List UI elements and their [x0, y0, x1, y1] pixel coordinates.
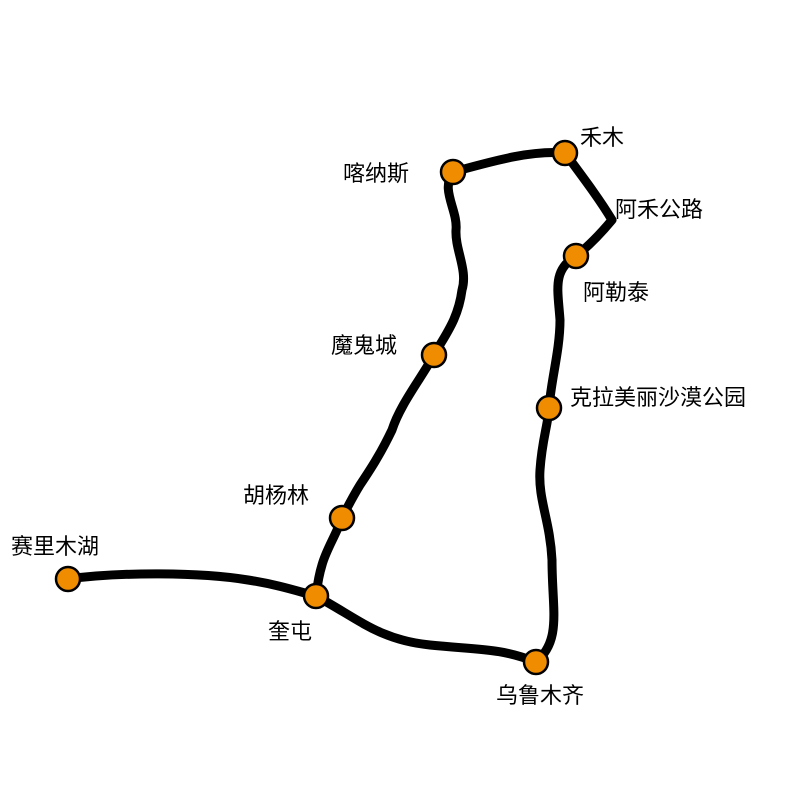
label-populus-forest: 胡杨林 — [243, 484, 310, 509]
label-karamay-desert-park: 克拉美丽沙漠公园 — [570, 386, 747, 411]
label-hemu: 禾木 — [580, 126, 625, 151]
label-altay: 阿勒泰 — [583, 281, 650, 306]
label-kanas: 喀纳斯 — [343, 162, 410, 187]
label-sayram-lake: 赛里木湖 — [11, 535, 100, 560]
label-ghost-city: 魔鬼城 — [331, 334, 398, 359]
stop-marker-populus-forest[interactable] — [328, 504, 356, 532]
stop-marker-kuitun[interactable] — [302, 582, 330, 610]
stop-marker-urumqi[interactable] — [522, 648, 550, 676]
label-urumqi: 乌鲁木齐 — [496, 684, 585, 709]
stop-marker-ghost-city[interactable] — [420, 341, 448, 369]
label-kuitun: 奎屯 — [268, 620, 313, 645]
route-line — [63, 148, 617, 667]
stop-marker-sayram-lake[interactable] — [54, 565, 82, 593]
stop-markers — [54, 139, 590, 676]
stop-marker-altay[interactable] — [562, 242, 590, 270]
label-ahe-road: 阿禾公路 — [615, 198, 704, 223]
stop-marker-karamay-desert-park[interactable] — [535, 394, 563, 422]
stop-marker-kanas[interactable] — [439, 158, 467, 186]
stop-marker-hemu[interactable] — [551, 139, 579, 167]
